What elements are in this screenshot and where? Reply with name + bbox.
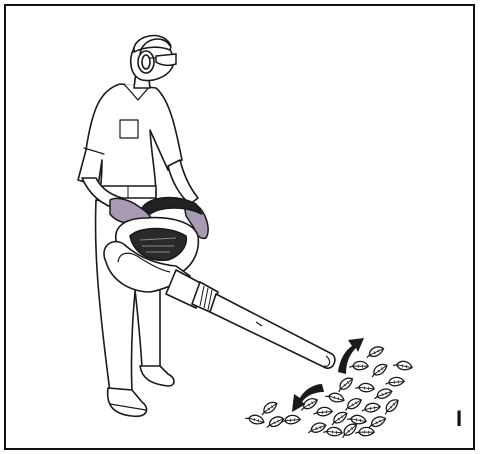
- leaf-blower-icon: [104, 198, 335, 369]
- figure-label: I: [456, 408, 462, 430]
